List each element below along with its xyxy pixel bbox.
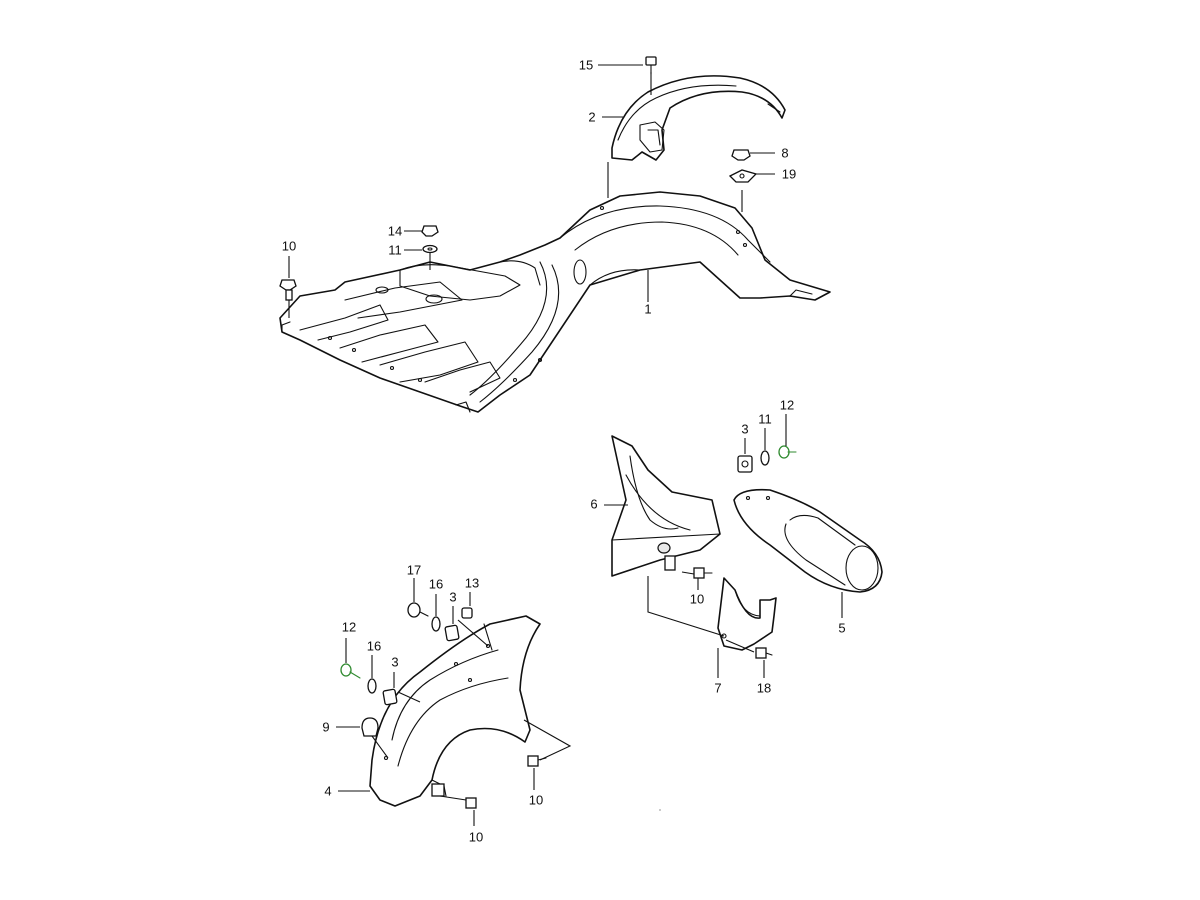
- wheel-arch-liner-segment: [611, 75, 786, 161]
- bolt-10-lower-right: [527, 755, 547, 767]
- callout-15: 15: [579, 57, 593, 72]
- callout-12-lower: 12: [342, 619, 356, 634]
- stray-mark: [659, 809, 661, 811]
- clip-3-middle: [444, 624, 460, 642]
- splash-shield-6: [611, 435, 721, 577]
- callout-3-lower: 3: [391, 654, 398, 669]
- callout-7: 7: [714, 680, 721, 695]
- callout-17: 17: [407, 562, 421, 577]
- underbody-panel: [279, 191, 831, 413]
- nut-8: [731, 149, 751, 161]
- clip-3-lower: [382, 688, 398, 706]
- callout-8: 8: [781, 145, 788, 160]
- screw-12-upper: [778, 445, 797, 459]
- callout-4: 4: [324, 783, 331, 798]
- bolt-15: [645, 56, 657, 75]
- callout-9: 9: [322, 719, 329, 734]
- plug-9: [361, 717, 379, 737]
- callout-1: 1: [644, 301, 651, 316]
- callout-3-middle: 3: [449, 589, 456, 604]
- callout-16-upper: 16: [429, 576, 443, 591]
- callout-6: 6: [590, 496, 597, 511]
- clip-3-upper: [737, 455, 753, 473]
- bolt-10-upper: [279, 279, 297, 318]
- bolt-10-middle: [693, 567, 713, 579]
- callout-2: 2: [588, 109, 595, 124]
- callout-10-lower-bottom: 10: [469, 829, 483, 844]
- washer-16-lower: [367, 678, 377, 694]
- callout-leaders: [288, 64, 843, 826]
- callout-12-upper: 12: [780, 397, 794, 412]
- washer-11-upper: [422, 244, 438, 254]
- callout-11-upper: 11: [388, 242, 402, 257]
- washer-11-middle: [760, 450, 770, 466]
- callout-16-lower: 16: [367, 638, 381, 653]
- bolt-17: [407, 602, 429, 618]
- washer-16-upper: [431, 616, 441, 632]
- mounting-plate-7: [717, 577, 777, 651]
- bolt-10-lower-bottom: [465, 797, 477, 809]
- callout-11-middle: 11: [758, 411, 772, 426]
- callout-labels: 15 2 8 19 14 11 10 1 3 11 12 6 10 5 7 18…: [282, 57, 846, 844]
- callout-3-upper: 3: [741, 421, 748, 436]
- callout-10-upper: 10: [282, 238, 296, 253]
- callout-18: 18: [757, 680, 771, 695]
- clip-19: [728, 169, 758, 183]
- callout-14: 14: [388, 223, 402, 238]
- air-duct-5: [733, 488, 883, 593]
- callout-5: 5: [838, 620, 845, 635]
- nut-13: [461, 607, 473, 619]
- callout-10-middle: 10: [690, 591, 704, 606]
- screw-12-lower: [340, 663, 361, 679]
- front-wheel-liner-4: [369, 615, 541, 807]
- callout-10-lower-right: 10: [529, 792, 543, 807]
- nut-14: [421, 225, 439, 237]
- callout-19: 19: [782, 166, 796, 181]
- callout-13: 13: [465, 575, 479, 590]
- bolt-18: [755, 647, 773, 659]
